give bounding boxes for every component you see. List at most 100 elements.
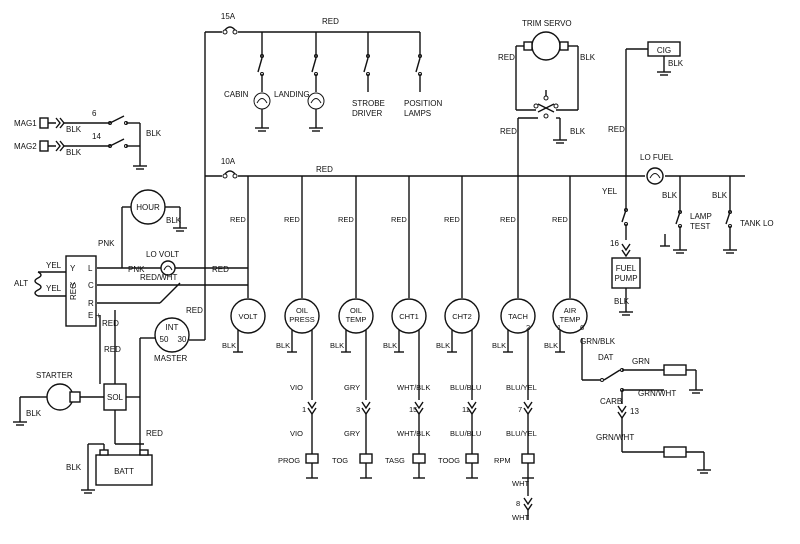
reg-r: R xyxy=(88,299,94,308)
master-label: MASTER xyxy=(154,354,188,363)
dat-carb-switch: GRN/BLK DAT GRN GRN/WHT CARB 13 GRN/WHT xyxy=(580,337,711,474)
int-label: INT xyxy=(166,323,179,332)
gauge-label: OIL xyxy=(296,306,308,315)
gauge-feed-label: RED xyxy=(338,215,354,224)
mag2-label: MAG2 xyxy=(14,142,37,151)
gauge-pin-label: 6 xyxy=(580,323,584,332)
sensor-label: PROG xyxy=(278,456,300,465)
gauge-label: AIR xyxy=(564,306,577,315)
hour-blk: BLK xyxy=(166,216,182,225)
gauge-feed-label: RED xyxy=(500,215,516,224)
gauge-pin-label: 3 xyxy=(356,405,360,414)
gauge-oil-press xyxy=(284,298,320,334)
cig-outlet: CIG RED BLK xyxy=(608,41,684,176)
gauge-label: CHT2 xyxy=(452,312,472,321)
lo-fuel-label: LO FUEL xyxy=(640,153,674,162)
t30-label: 30 xyxy=(178,335,187,344)
pin16-label: 16 xyxy=(610,239,619,248)
gauge-signal-label: WHT/BLK xyxy=(397,429,430,438)
gauge-signal-label: VIO xyxy=(290,429,303,438)
starter-solenoid: SOL RED xyxy=(80,310,140,411)
t50-label: 50 xyxy=(160,335,169,344)
trim-gnd-blk: BLK xyxy=(570,127,586,136)
trim-servo-label: TRIM SERVO xyxy=(522,19,572,28)
reg-y1: Y xyxy=(70,264,76,273)
gauge-signal-label: WHT/BLK xyxy=(397,383,430,392)
strobe-branch: STROBE DRIVER xyxy=(352,32,385,118)
batt-label: BATT xyxy=(114,467,134,476)
lo-volt-lamp: LO VOLT PNK RED xyxy=(97,250,248,276)
gauge-volt xyxy=(230,298,266,334)
cabin-light-branch: CABIN xyxy=(224,32,271,132)
alt-yel-1: YEL xyxy=(46,261,62,270)
gauge-ground-label: BLK xyxy=(544,341,558,350)
reg-red: RED xyxy=(102,319,119,328)
master-switch: INT 50 30 MASTER RED RED xyxy=(139,306,205,455)
sensor-box xyxy=(521,453,535,464)
gauge-label: CHT1 xyxy=(399,312,419,321)
gauge-signal-label: VIO xyxy=(290,383,303,392)
alt-yel-2: YEL xyxy=(46,284,62,293)
gauge-pin-label: 1 xyxy=(557,323,561,332)
gauge-ground-label: BLK xyxy=(383,341,397,350)
sensor-box xyxy=(359,453,373,464)
tank-lo-blk: BLK xyxy=(712,191,728,200)
mag1-label: MAG1 xyxy=(14,119,37,128)
lo-volt-pnk: PNK xyxy=(128,265,145,274)
gauge-tach xyxy=(500,298,536,334)
gauge-label: TEMP xyxy=(560,315,581,324)
cabin-label: CABIN xyxy=(224,90,249,99)
air-grn-blk: GRN/BLK xyxy=(580,337,616,346)
pump-blk-label: BLK xyxy=(614,297,630,306)
reg-y2: Y xyxy=(70,281,76,290)
gauge-ground-label: BLK xyxy=(492,341,506,350)
gauge-label: OIL xyxy=(350,306,362,315)
tank-lo-label: TANK LO xyxy=(740,219,774,228)
reg-plus: + xyxy=(96,311,101,320)
lamps-label: LAMPS xyxy=(404,109,431,118)
mag1-pin: 6 xyxy=(92,109,97,118)
gauge-pin-label: 11 xyxy=(462,405,470,414)
connector-symbol xyxy=(523,401,533,416)
battery: BATT BLK xyxy=(66,410,153,494)
lo-volt-red: RED xyxy=(212,265,229,274)
trim-servo: TRIM SERVO RED BLK RED BLK xyxy=(498,19,596,176)
reg-l: L xyxy=(88,264,93,273)
sensor-label: TOG xyxy=(332,456,348,465)
connector-symbol xyxy=(523,497,533,512)
bus-15a-red: RED xyxy=(322,17,339,26)
reg-e: E xyxy=(88,311,93,320)
gauge-feed-label: RED xyxy=(444,215,460,224)
sensor-label: TOOG xyxy=(438,456,460,465)
bus-10a: 10A RED xyxy=(205,157,745,177)
fuse-10a xyxy=(222,170,238,179)
reg-red-wht: RED/WHT xyxy=(140,273,177,282)
fuse-15a-label: 15A xyxy=(221,12,236,21)
carb-label: CARB xyxy=(600,397,622,406)
gauge-cht2 xyxy=(444,298,480,334)
trim-feed-red: RED xyxy=(500,127,517,136)
gauge-label: VOLT xyxy=(238,312,257,321)
dat-grn: GRN xyxy=(632,357,650,366)
alternator: ALT YEL YEL xyxy=(14,261,66,297)
gauge-signal-label: BLU/BLU xyxy=(450,383,481,392)
sol-label: SOL xyxy=(107,393,124,402)
gauge-signal-label: BLU/BLU xyxy=(450,429,481,438)
gauge-ground-label: BLK xyxy=(436,341,450,350)
gauge-signal-label: GRY xyxy=(344,383,360,392)
mag2-pin: 14 xyxy=(92,132,101,141)
lamp-test-blk: BLK xyxy=(662,191,678,200)
sensor-label: RPM xyxy=(494,456,511,465)
driver-label: DRIVER xyxy=(352,109,382,118)
gauge-air-temp xyxy=(552,298,588,334)
strobe-label: STROBE xyxy=(352,99,385,108)
master-red: RED xyxy=(186,306,203,315)
hour-meter: HOUR BLK PNK xyxy=(98,189,187,268)
carb-grn-wht: GRN/WHT xyxy=(638,389,676,398)
connector-symbol xyxy=(361,401,371,416)
dat-label: DAT xyxy=(598,353,614,362)
trim-red-label: RED xyxy=(498,53,515,62)
fuel-yel-label: YEL xyxy=(602,187,618,196)
lamp-label: LAMP xyxy=(690,212,712,221)
